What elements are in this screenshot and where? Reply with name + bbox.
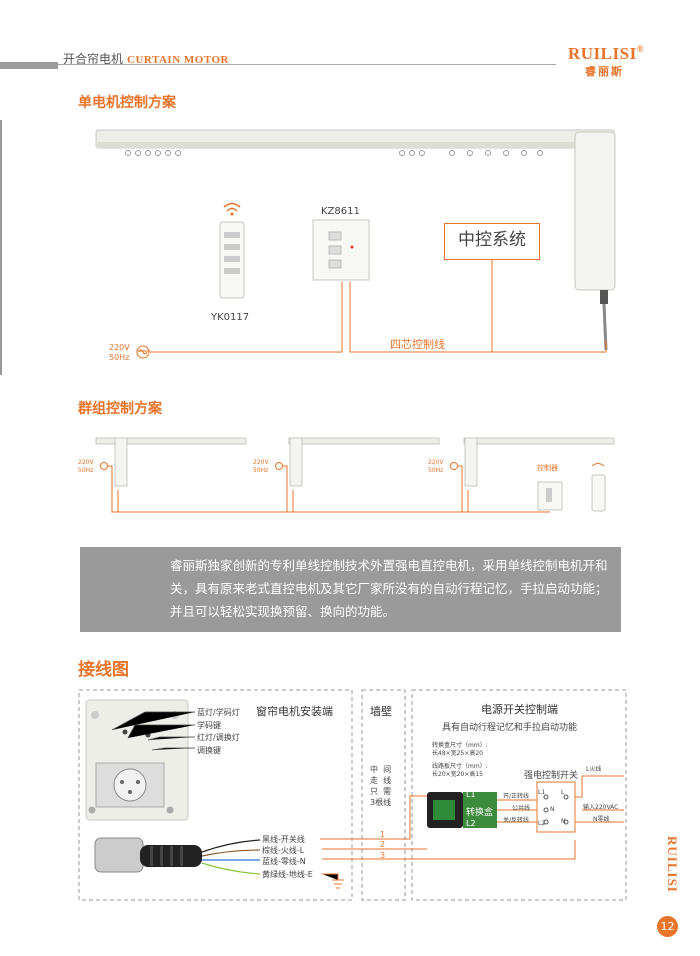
wall-note-char: 线 <box>383 776 392 785</box>
section-title-single: 单电机控制方案 <box>78 95 176 111</box>
group-power-frequency: 50Hz <box>428 467 444 474</box>
label-learn-key: 学码键 <box>197 721 221 730</box>
wire-label-black: 黑线-开关线 <box>262 835 305 844</box>
switch-l2-label: L2 <box>538 820 546 827</box>
remote-yk0117-image <box>219 202 245 299</box>
brand-logo-text: RUILISI <box>568 44 637 63</box>
power-frequency: 50Hz <box>109 353 130 362</box>
switch-wiring-lines <box>497 775 624 823</box>
group-power-voltage: 220V <box>253 459 269 466</box>
section-title-group: 群组控制方案 <box>78 401 162 417</box>
wall-note-char: 只 <box>370 787 378 796</box>
plug-wires <box>201 839 261 875</box>
strong-switch-label: 强电控制开关 <box>524 771 579 781</box>
neutral-line-label: N零线 <box>593 816 610 823</box>
board-size-info: 线路板尺寸（mm）: 长20×宽20×高15 <box>432 763 488 779</box>
wall-note-char: 中 <box>370 765 378 774</box>
common-line-label: 公共线 <box>512 805 531 812</box>
group-power-frequency: 50Hz <box>78 467 94 474</box>
wall-title: 墙壁 <box>370 705 392 718</box>
power-switch-subtitle: 具有自动行程记忆和手拉启动功能 <box>442 723 578 733</box>
switch-n-label: N <box>550 806 555 813</box>
strong-switch-image <box>536 781 576 833</box>
ground-symbol <box>322 873 344 889</box>
converter-l1-label: L1 <box>466 790 476 799</box>
header-divider <box>58 64 556 65</box>
wall-note: 中 间 走 线 只 需 3根线 <box>370 764 400 808</box>
group-power-label-2: 220V 50Hz <box>253 459 269 475</box>
group-tracks <box>95 437 615 487</box>
wall-note-char: 需 <box>383 787 392 796</box>
central-control-box: 中控系统 <box>444 223 540 260</box>
connector-plug-image <box>94 837 202 873</box>
group-controller-image <box>537 481 563 511</box>
group-power-label-1: 220V 50Hz <box>78 459 94 475</box>
four-core-wire-label: 四芯控制线 <box>390 338 445 351</box>
motor-end-pointer-lines <box>111 711 195 751</box>
wire-label-ground: 黄绿线-地线-E <box>262 870 313 879</box>
switch-n2-label: N <box>561 818 566 825</box>
left-edge-bar <box>0 120 2 375</box>
power-switch-end-title: 电源开关控制端 <box>481 703 558 716</box>
group-power-frequency: 50Hz <box>253 467 269 474</box>
header-title-cn: 开合帘电机 <box>63 52 124 66</box>
wire-label-blue: 蓝线-零线-N <box>262 857 306 866</box>
power-label-single: 220V 50Hz <box>109 343 130 363</box>
board-size-title: 线路板尺寸（mm）: <box>432 763 488 770</box>
group-power-voltage: 220V <box>428 459 444 466</box>
notice-text: 睿丽斯独家创新的专利单线控制技术外置强电直控电机，采用单线控制电机开和关，具有原… <box>170 558 608 619</box>
group-power-label-3: 220V 50Hz <box>428 459 444 475</box>
wire-label-brown: 棕线-火线-L <box>262 846 305 855</box>
header-accent-bar <box>0 62 58 69</box>
motor-image <box>574 131 616 351</box>
wall-note-char: 间 <box>383 765 392 774</box>
label-red-switch-light: 红灯/调换灯 <box>197 733 240 742</box>
switch-l1-label: L1 <box>538 789 546 796</box>
brand-registered: ® <box>636 44 644 54</box>
single-wiring-lines <box>136 260 607 359</box>
board-size-value: 长20×宽20×高15 <box>432 771 483 778</box>
page-number: 12 <box>657 916 678 937</box>
wire-number-2: 2 <box>380 840 386 849</box>
wall-note-char: 走 <box>370 776 378 785</box>
label-switch-key: 调换键 <box>197 746 221 755</box>
live-line-label: L火线 <box>586 766 602 773</box>
brand-logo-cn: 睿丽斯 <box>585 65 624 78</box>
curtain-track-image <box>95 129 615 156</box>
input-220-label: 输入220VAC <box>583 804 619 811</box>
group-controller-label: 控制器 <box>537 464 558 472</box>
label-blue-learn-light: 蓝灯/学码灯 <box>197 708 240 717</box>
converter-size-value: 长48×宽25×高20 <box>432 750 483 757</box>
switch-l-label: L <box>561 789 565 796</box>
wiring-frames <box>78 689 627 901</box>
switch-model-label: KZ8611 <box>321 206 360 217</box>
section-title-wiring: 接线图 <box>78 660 129 680</box>
wire-number-1: 1 <box>380 830 386 839</box>
group-remote-image <box>591 463 606 512</box>
remote-model-label: YK0117 <box>211 312 250 323</box>
converter-size-info: 转换盒尺寸（mm）: 长48×宽25×高20 <box>432 742 488 758</box>
converter-l2-label: L2 <box>466 819 476 828</box>
group-wiring-lines <box>100 462 550 513</box>
side-brand: RUILISI <box>665 836 680 893</box>
notice-banner <box>80 547 621 632</box>
converter-box-image <box>427 792 497 828</box>
group-power-voltage: 220V <box>78 459 94 466</box>
wall-switch-kz8611-image <box>312 219 370 281</box>
motor-end-title: 窗帘电机安装端 <box>256 705 333 718</box>
brand-logo: RUILISI® <box>568 44 644 64</box>
wall-note-char: 3根线 <box>370 798 392 807</box>
open-line-label: 开/正转线 <box>503 793 530 800</box>
header-title-en: CURTAIN MOTOR <box>127 54 229 66</box>
close-line-label: 关/反转线 <box>503 817 530 824</box>
converter-label: 转换盒 <box>466 808 494 818</box>
power-voltage: 220V <box>109 343 130 352</box>
converter-size-title: 转换盒尺寸（mm）: <box>432 742 488 749</box>
wire-number-3: 3 <box>380 851 386 860</box>
